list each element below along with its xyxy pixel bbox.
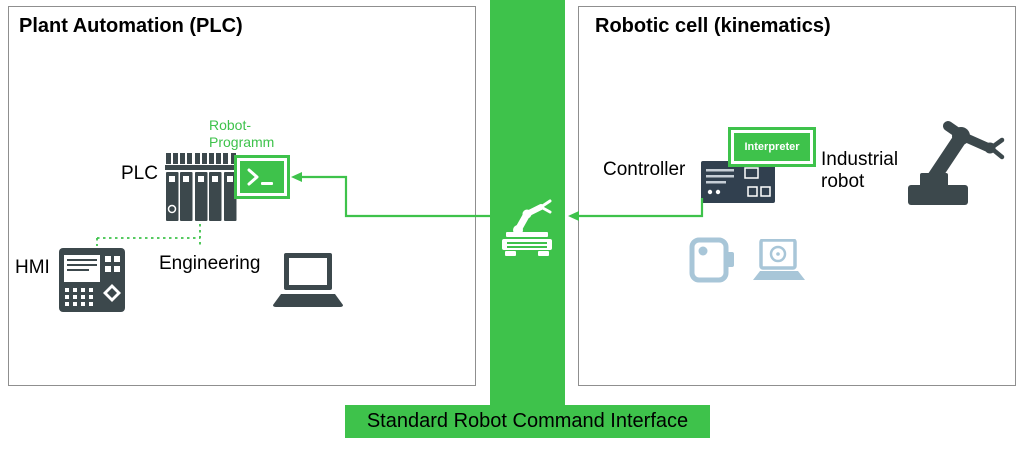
robotic-cell-title: Robotic cell (kinematics) bbox=[595, 15, 831, 37]
plant-automation-panel: Plant Automation (PLC) Robot- Programm P… bbox=[8, 6, 476, 386]
hmi-panel-icon bbox=[59, 248, 125, 312]
industrial-robot-arm-icon bbox=[906, 119, 1006, 207]
robot-program-label: Robot- Programm bbox=[209, 117, 275, 150]
robot-arm-interface-icon bbox=[497, 192, 557, 258]
robotic-cell-panel: Robotic cell (kinematics) Controller Int… bbox=[578, 6, 1016, 386]
teach-pendant-icon bbox=[689, 235, 735, 285]
controller-label: Controller bbox=[603, 159, 686, 180]
engineering-laptop-icon bbox=[273, 253, 343, 311]
plc-rack-icon bbox=[165, 153, 237, 223]
engineering-label: Engineering bbox=[159, 253, 261, 274]
plant-automation-title: Plant Automation (PLC) bbox=[19, 15, 243, 37]
laptop-gear-icon bbox=[753, 239, 805, 285]
hmi-label: HMI bbox=[15, 257, 50, 278]
interface-banner-label: Standard Robot Command Interface bbox=[366, 410, 689, 432]
controller-box-icon bbox=[701, 161, 775, 203]
industrial-robot-label: Industrial robot bbox=[821, 149, 899, 192]
terminal-prompt-icon bbox=[240, 161, 284, 193]
interface-banner: Standard Robot Command Interface bbox=[345, 405, 710, 438]
interpreter-label: Interpreter bbox=[744, 141, 800, 153]
plc-label: PLC bbox=[121, 163, 158, 184]
robot-program-box bbox=[234, 155, 290, 199]
interpreter-box: Interpreter bbox=[728, 127, 816, 167]
